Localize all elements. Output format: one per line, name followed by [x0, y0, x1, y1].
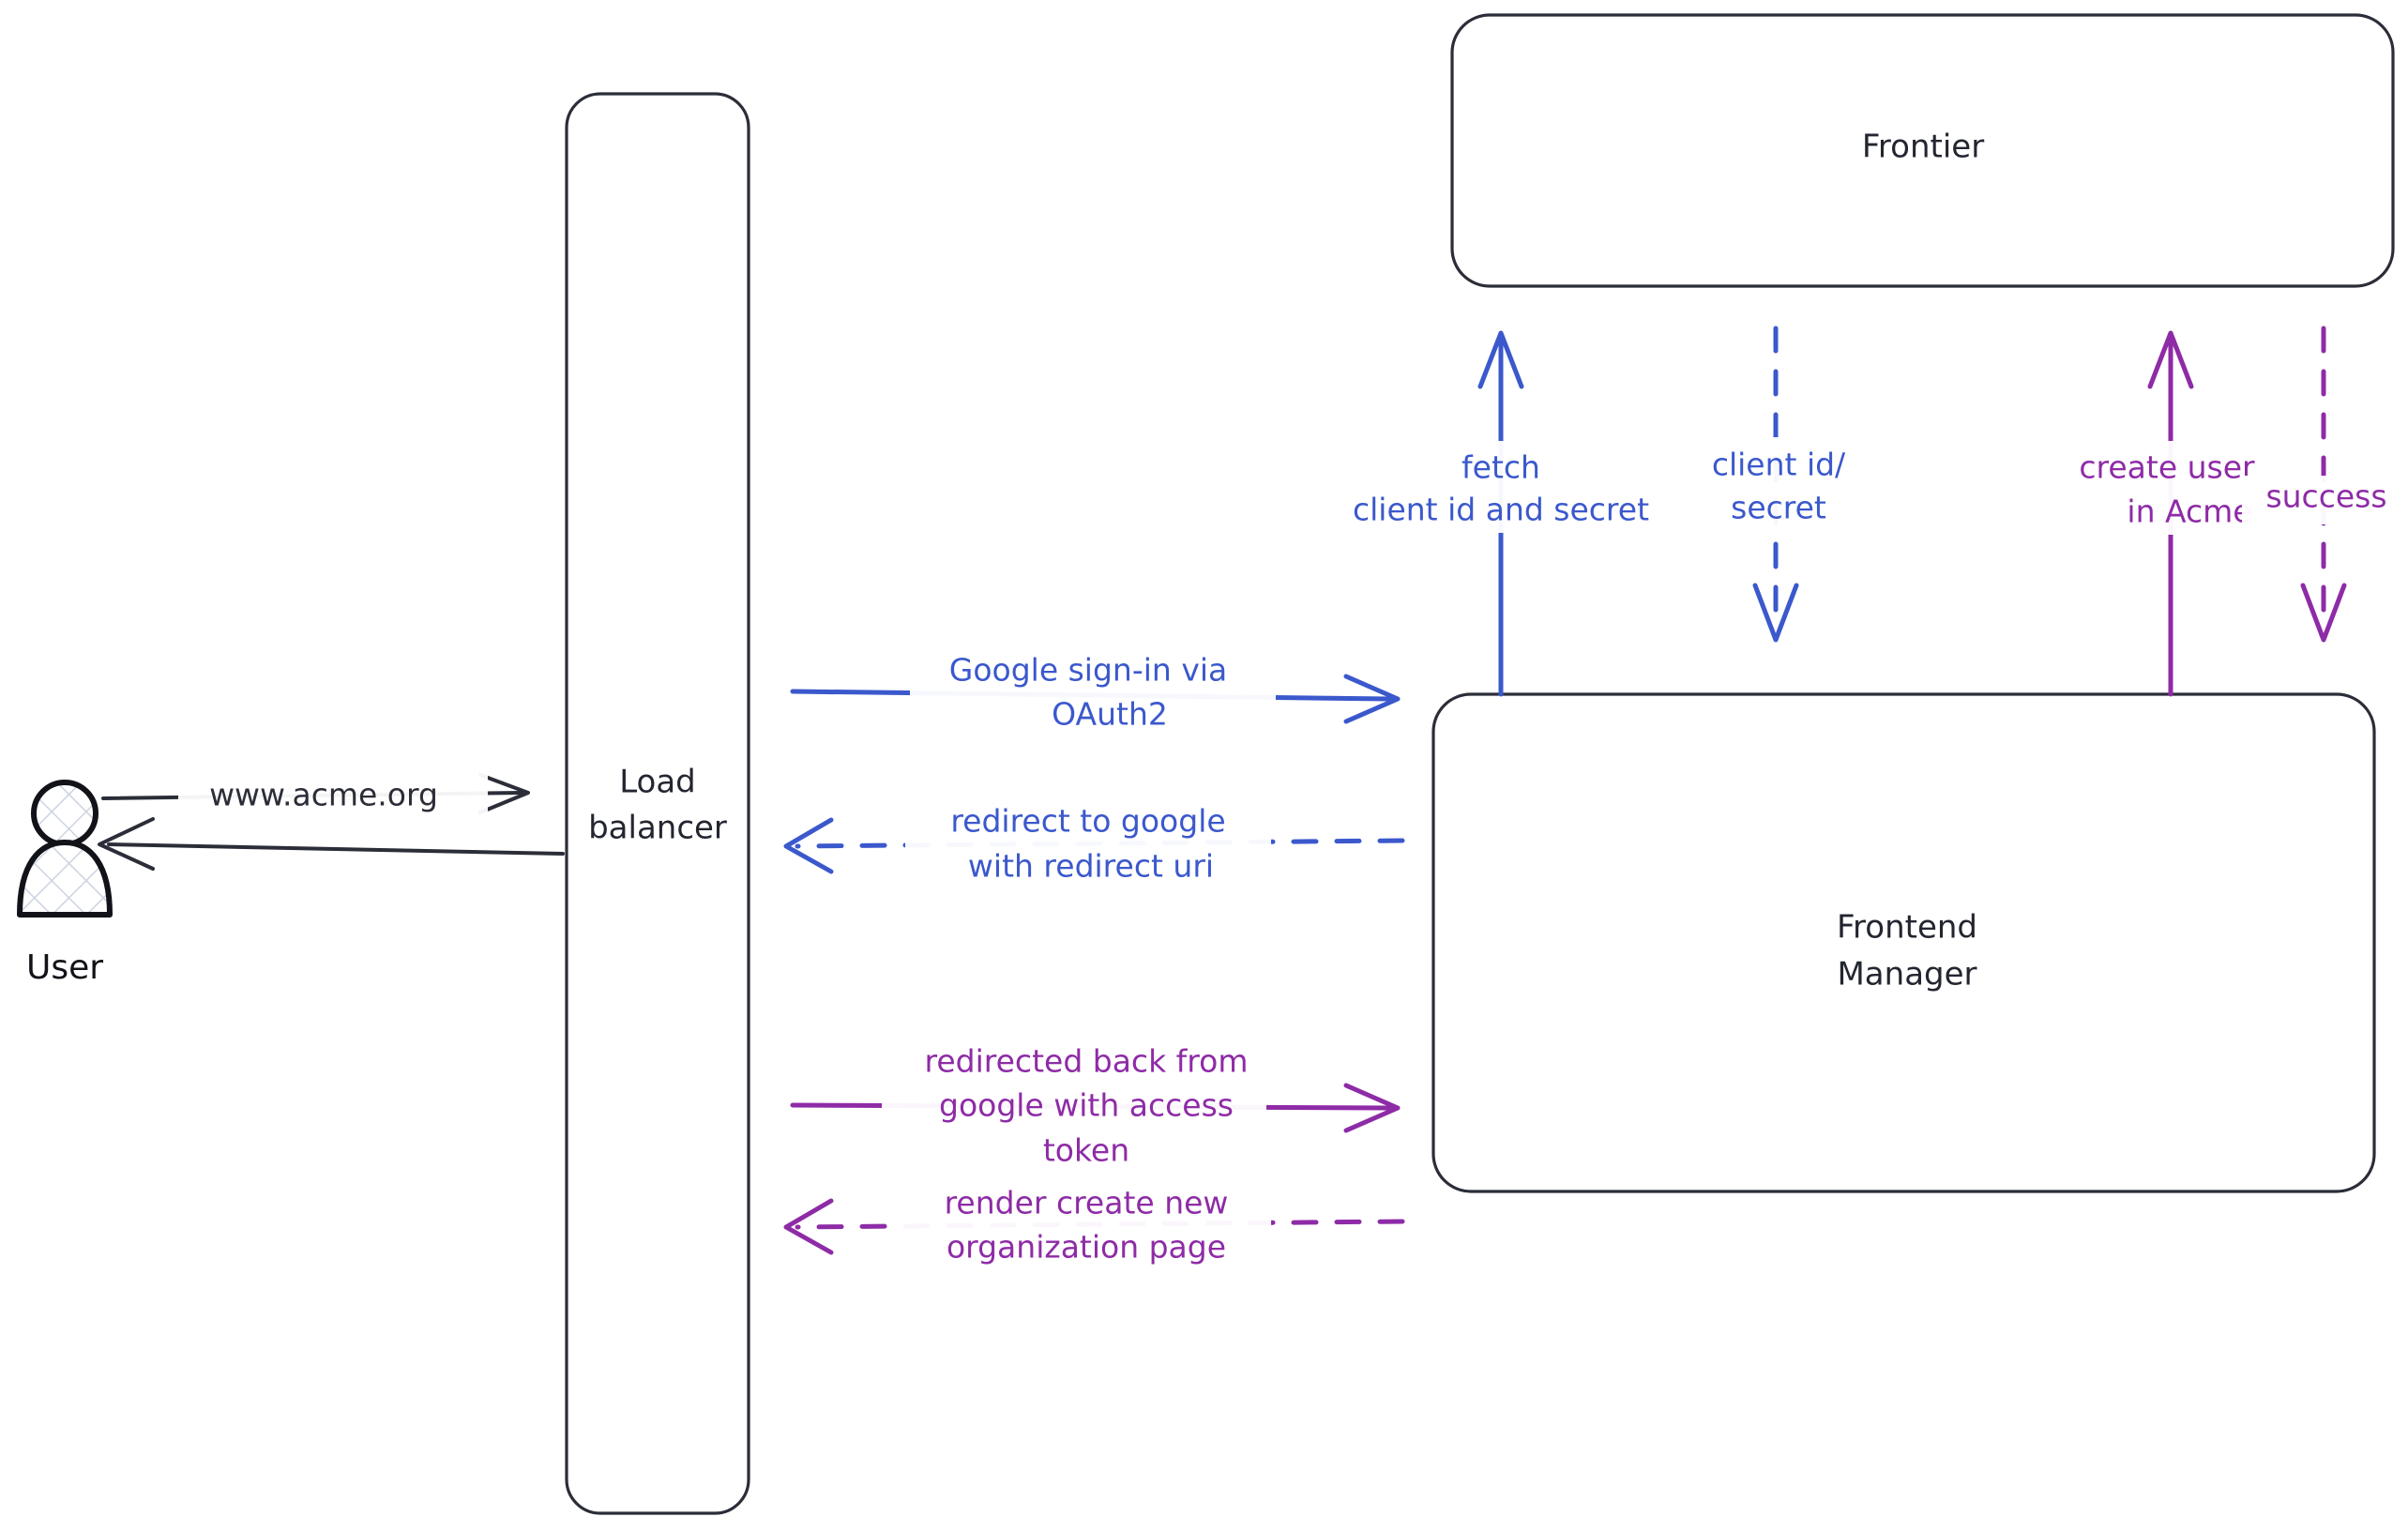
edge-fetch-client-id-and-secret[interactable]: fetch client id and secret: [1306, 330, 1698, 697]
edge-fetch-label-line2: client id and secret: [1353, 492, 1649, 528]
edge-google-signin-label-line1: Google sign-in via: [949, 652, 1227, 689]
edge-create-user-label-line2: in Acme: [2127, 493, 2251, 530]
edge-redirected-back-label-line3: token: [1043, 1132, 1129, 1169]
node-frontend-manager-label-line1: Frontend: [1837, 909, 1977, 947]
edge-redirect-to-google[interactable]: redirect to google with redirect uri: [783, 797, 1405, 891]
edge-redirected-back-label-line1: redirected back from: [925, 1043, 1249, 1080]
node-load-balancer-label-line1: Load: [619, 764, 696, 801]
edge-render-create-org[interactable]: render create new organization page: [783, 1180, 1405, 1274]
edge-google-signin-label-line2: OAuth2: [1052, 696, 1168, 733]
edge-success-label: success: [2265, 478, 2386, 515]
edge-create-user-label-line1: create user: [2079, 449, 2255, 486]
node-frontier[interactable]: Frontier: [1450, 13, 2395, 288]
node-load-balancer[interactable]: Load balancer: [565, 92, 750, 1515]
user-body-icon: [17, 840, 113, 918]
edge-redirect-google-label-line1: redirect to google: [950, 803, 1225, 840]
edge-client-id-secret-label-line2: secret: [1731, 490, 1826, 526]
edge-google-signin-oauth2[interactable]: Google sign-in via OAuth2: [790, 650, 1401, 744]
node-load-balancer-label-line2: balancer: [588, 810, 727, 847]
edge-client-id-secret-label-line1: client id/: [1712, 447, 1846, 483]
edge-fetch-label-line1: fetch: [1461, 449, 1540, 486]
actor-user-label: User: [26, 948, 103, 987]
node-frontier-label: Frontier: [1862, 129, 1984, 166]
edge-redirected-back-token[interactable]: redirected back from google with access …: [790, 1032, 1401, 1182]
actor-user[interactable]: User: [17, 780, 113, 987]
edge-user-to-lb-label: www.acme.org: [209, 777, 438, 813]
edge-success[interactable]: success: [2242, 326, 2406, 643]
edge-user-to-lb[interactable]: www.acme.org: [101, 773, 530, 814]
node-frontend-manager[interactable]: Frontend Manager: [1431, 692, 2376, 1193]
edge-redirected-back-label-line2: google with access: [939, 1087, 1234, 1124]
edge-client-id-secret[interactable]: client id/ secret: [1660, 326, 1900, 643]
edge-render-create-org-label-line2: organization page: [947, 1229, 1226, 1266]
node-frontend-manager-label-line2: Manager: [1837, 956, 1976, 994]
user-head-icon: [31, 780, 98, 847]
edge-render-create-org-label-line1: render create new: [945, 1185, 1229, 1221]
edge-lb-to-user[interactable]: [98, 817, 565, 871]
edge-redirect-google-label-line2: with redirect uri: [968, 848, 1214, 885]
